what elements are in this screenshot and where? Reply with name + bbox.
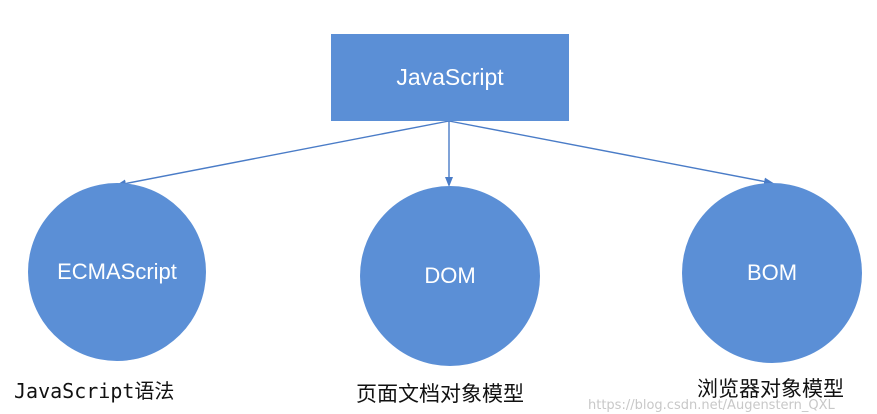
javascript-root-box: JavaScript xyxy=(331,34,569,121)
dom-caption: 页面文档对象模型 xyxy=(356,382,524,406)
ecmascript-caption: JavaScript语法 xyxy=(14,379,175,403)
bom-node: BOM xyxy=(682,183,862,363)
javascript-root-label: JavaScript xyxy=(396,64,504,90)
dom-node-label: DOM xyxy=(424,263,476,288)
dom-node: DOM xyxy=(360,186,540,366)
arrow-to-ecmascript xyxy=(116,120,450,188)
bom-node-label: BOM xyxy=(746,260,798,285)
watermark-text: https://blog.csdn.net/Augenstern_QXL xyxy=(588,398,835,413)
ecmascript-node-label: ECMAScript xyxy=(57,259,177,284)
arrow-to-bom xyxy=(448,120,774,186)
ecmascript-node: ECMAScript xyxy=(28,183,206,361)
bom-caption: 浏览器对象模型 xyxy=(697,377,844,401)
